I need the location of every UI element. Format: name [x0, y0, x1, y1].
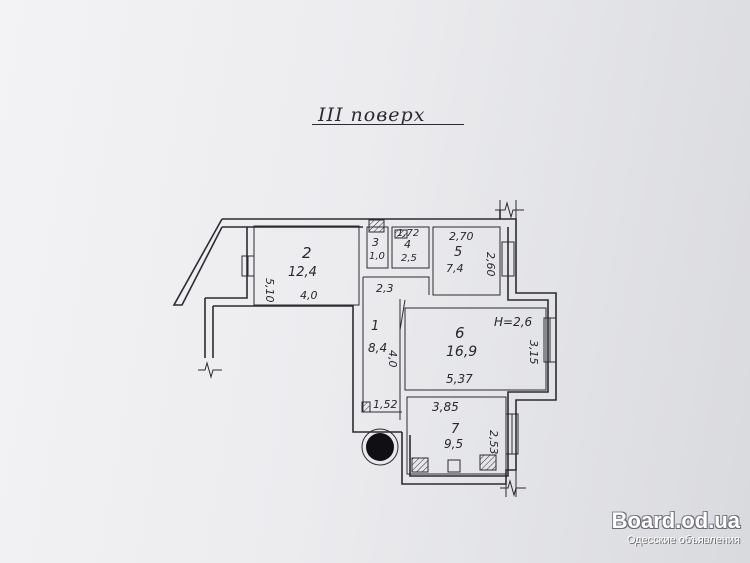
room-2-label: 2 12,4 5,10 4,0	[263, 244, 318, 303]
room-area: 2,5	[401, 253, 417, 264]
room-dim: 1,72	[397, 228, 419, 239]
room-dim: 2,60	[484, 252, 497, 277]
room-number: 4	[404, 238, 411, 251]
room-area: 1,0	[369, 251, 385, 262]
room-5-label: 2,70 5 7,4 2,60	[446, 230, 497, 277]
outer-walls	[172, 200, 557, 497]
title-underline	[312, 124, 464, 125]
room-dim: 5,10	[263, 278, 276, 303]
room-4-label: 1,72 4 2,5	[397, 228, 419, 264]
room-number: 1	[371, 319, 379, 334]
chimney-circle	[361, 428, 399, 466]
room-area: 16,9	[446, 344, 477, 360]
room-dim: 2,3	[376, 282, 394, 295]
room-dim: 1,52	[373, 398, 398, 411]
watermark-subtitle: Одесские объявления	[626, 534, 740, 546]
room-1-label: 2,3 1 8,4 4,0 1,52	[368, 282, 399, 411]
room-area: 9,5	[444, 437, 463, 451]
room-dim: 5,37	[446, 372, 473, 386]
watermark: Board.od.ua Одесские объявления	[580, 508, 740, 546]
room-dim: 2,70	[449, 230, 474, 243]
room-number: 5	[454, 245, 462, 260]
room-7-label: 3,85 7 9,5 2,53	[432, 400, 500, 455]
room-3-label: 3 1,0	[369, 236, 385, 262]
break-marks	[198, 201, 526, 497]
room-number: 7	[451, 422, 460, 437]
room-dim: 2,53	[487, 430, 500, 455]
room-height: H=2,6	[494, 315, 533, 329]
room-area: 12,4	[288, 265, 317, 280]
room-area: 7,4	[446, 262, 464, 275]
room-dim: 3,15	[527, 340, 540, 365]
room-number: 2	[302, 244, 312, 262]
watermark-brand: Board.od.ua	[611, 508, 740, 533]
room-dim: 4,0	[300, 289, 318, 302]
room-number: 3	[372, 236, 379, 249]
floor-title: III поверх	[318, 104, 426, 126]
room-dim: 3,85	[432, 400, 459, 414]
room-area: 8,4	[368, 341, 387, 355]
room-number: 6	[455, 324, 465, 342]
room-6-label: H=2,6 6 16,9 3,15 5,37	[446, 315, 540, 386]
hatched-elements	[361, 219, 497, 473]
windows	[241, 241, 557, 455]
room-dim: 4,0	[386, 350, 399, 368]
